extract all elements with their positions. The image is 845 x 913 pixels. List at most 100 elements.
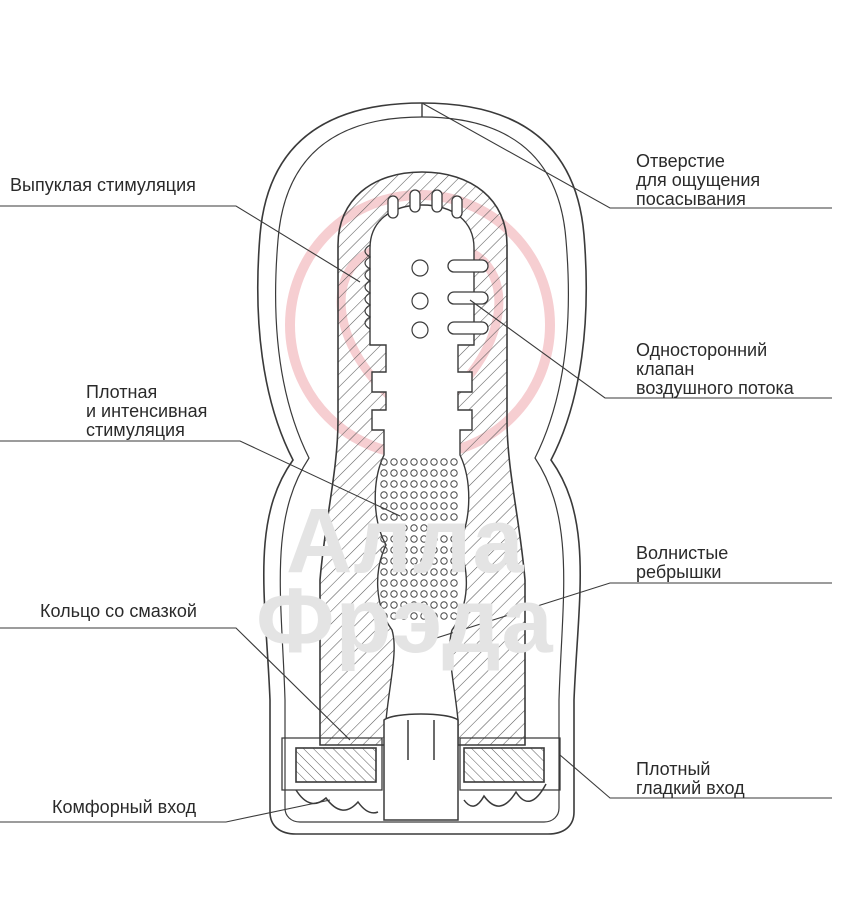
grid-dot [400, 557, 408, 565]
grid-dot [380, 612, 388, 620]
grid-dot [410, 469, 418, 477]
grid-dot [440, 568, 448, 576]
grid-dot [410, 590, 418, 598]
grid-dot [440, 557, 448, 565]
grid-dot [380, 535, 388, 543]
grid-dot [400, 590, 408, 598]
grid-dot [410, 458, 418, 466]
grid-dot [440, 502, 448, 510]
grid-dot [380, 579, 388, 587]
grid-dot [450, 579, 458, 587]
grid-dot [420, 579, 428, 587]
grid-dot [410, 612, 418, 620]
grid-dot [450, 557, 458, 565]
grid-dot [390, 557, 398, 565]
label-dense-stimulation: Плотная и интенсивная стимуляция [86, 382, 208, 440]
grid-dot [440, 469, 448, 477]
grid-dot [430, 579, 438, 587]
grid-dot [410, 557, 418, 565]
grid-dot [410, 502, 418, 510]
label-convex-stimulation: Выпуклая стимуляция [10, 175, 196, 195]
grid-dot [420, 612, 428, 620]
label-tight-entry: Плотный гладкий вход [636, 759, 745, 798]
grid-dot [410, 513, 418, 521]
grid-dot [420, 491, 428, 499]
grid-dot [430, 513, 438, 521]
grid-dot [420, 590, 428, 598]
grid-dot [440, 458, 448, 466]
grid-dot [450, 612, 458, 620]
grid-dot [430, 601, 438, 609]
grid-dot [450, 601, 458, 609]
grid-dot [420, 513, 428, 521]
grid-dot [450, 568, 458, 576]
grid-dot [420, 458, 428, 466]
grid-dot [430, 502, 438, 510]
grid-dot [410, 480, 418, 488]
grid-dot [420, 524, 428, 532]
grid-dot [450, 480, 458, 488]
grid-dot [400, 513, 408, 521]
grid-dot [430, 535, 438, 543]
grid-dot [430, 612, 438, 620]
grid-dot [380, 513, 388, 521]
grid-dot [430, 458, 438, 466]
grid-dot [440, 513, 448, 521]
grid-dot [400, 469, 408, 477]
grid-dot [420, 601, 428, 609]
grid-dot [450, 502, 458, 510]
grid-dot [410, 491, 418, 499]
grid-dot [380, 557, 388, 565]
grid-dot [400, 535, 408, 543]
grid-dot [390, 502, 398, 510]
grid-dot [390, 513, 398, 521]
grid-dot [430, 469, 438, 477]
grid-dot [440, 590, 448, 598]
grid-dot [440, 491, 448, 499]
grid-dot [380, 458, 388, 466]
grid-dot [420, 546, 428, 554]
grid-dot [410, 535, 418, 543]
grid-dot [440, 524, 448, 532]
grid-dot [450, 491, 458, 499]
grid-dot [390, 535, 398, 543]
grid-dot [450, 469, 458, 477]
grid-dot [400, 568, 408, 576]
valve-notches [387, 189, 489, 335]
grid-dot [440, 480, 448, 488]
grid-dot [430, 524, 438, 532]
lube-ring [281, 737, 561, 791]
grid-dot [450, 513, 458, 521]
grid-dot [390, 480, 398, 488]
grid-dot [420, 480, 428, 488]
watermark-text-2: Фрэда [256, 570, 554, 672]
grid-dot [400, 491, 408, 499]
watermark-text-1: Алла [286, 490, 525, 592]
grid-dot [430, 557, 438, 565]
label-comfort-entry: Комфорный вход [52, 797, 197, 817]
outer-case [256, 102, 588, 835]
grid-dot [390, 579, 398, 587]
grid-dot [420, 568, 428, 576]
grid-dot [390, 601, 398, 609]
grid-dot [450, 524, 458, 532]
grid-dot [410, 579, 418, 587]
grid-dot [410, 524, 418, 532]
dense-dot-grid [380, 458, 458, 620]
grid-dot [400, 458, 408, 466]
grid-dot [390, 491, 398, 499]
grid-dot [430, 546, 438, 554]
grid-dot [420, 557, 428, 565]
grid-dot [390, 469, 398, 477]
label-one-way-valve: Односторонний клапан воздушного потока [636, 340, 794, 398]
grid-dot [450, 458, 458, 466]
grid-dot [400, 546, 408, 554]
grid-dot [440, 601, 448, 609]
label-wavy-ribs: Волнистые ребрышки [636, 543, 729, 582]
grid-dot [390, 568, 398, 576]
grid-dot [400, 524, 408, 532]
label-suction-hole: Отверстие для ощущения посасывания [636, 151, 761, 209]
grid-dot [420, 502, 428, 510]
grid-dot [450, 535, 458, 543]
